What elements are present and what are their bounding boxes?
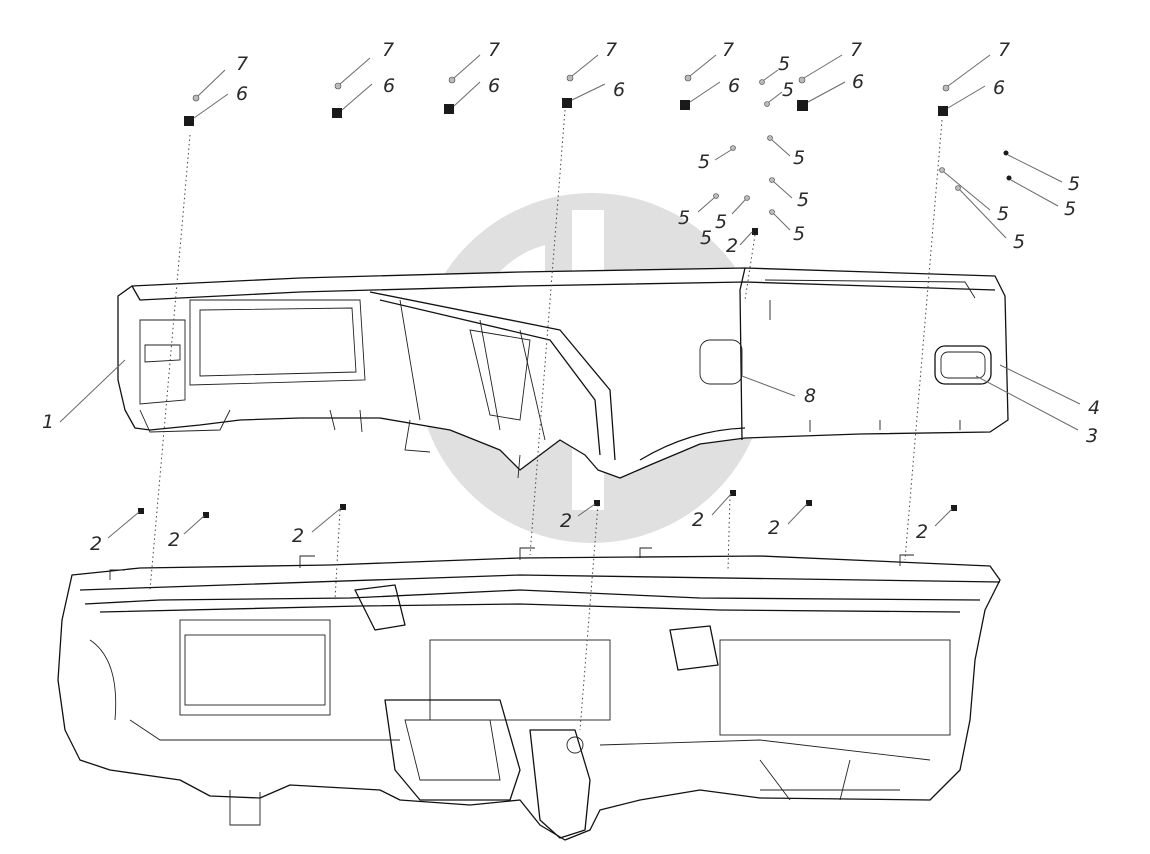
callout-label: 7 [605, 39, 617, 61]
callout-label: 6 [383, 75, 395, 97]
callout-label: 5 [793, 147, 805, 169]
callout-label: 5 [1064, 198, 1076, 220]
callout-label: 5 [1013, 231, 1025, 253]
upper-dash-panel [117, 267, 1009, 479]
callout-label: 3 [1086, 425, 1098, 447]
callout-label: 8 [804, 385, 816, 407]
callout-label: 2 [560, 510, 572, 532]
callout-label: 7 [850, 39, 862, 61]
callout-label: 5 [698, 151, 710, 173]
callout-label: 5 [793, 223, 805, 245]
callout-label: 5 [1068, 173, 1080, 195]
callout-label: 2 [768, 517, 780, 539]
leader-lines [59, 54, 1081, 539]
callout-label: 6 [613, 79, 625, 101]
callout-label: 2 [292, 525, 304, 547]
callout-label: 1 [42, 411, 54, 433]
callout-label: 7 [488, 39, 500, 61]
callout-label: 5 [715, 211, 727, 233]
lower-cross-car-beam [57, 547, 1001, 841]
assembly-lines [149, 109, 943, 731]
callout-label: 6 [852, 71, 864, 93]
callout-label: 5 [782, 79, 794, 101]
callout-label: 2 [726, 235, 738, 257]
callout-label: 5 [678, 207, 690, 229]
callout-label: 7 [236, 53, 248, 75]
callout-label: 6 [993, 77, 1005, 99]
fasteners [138, 74, 1012, 518]
callout-label: 6 [488, 75, 500, 97]
callout-label: 5 [797, 189, 809, 211]
callout-label: 5 [997, 203, 1009, 225]
callout-label: 7 [382, 39, 394, 61]
callout-label: 2 [916, 521, 928, 543]
callout-label: 7 [998, 39, 1010, 61]
callout-label: 6 [728, 75, 740, 97]
callout-label: 2 [168, 529, 180, 551]
callout-label: 4 [1088, 397, 1100, 419]
callout-label: 5 [778, 53, 790, 75]
callout-label: 2 [692, 509, 704, 531]
callout-label: 2 [90, 533, 102, 555]
callout-labels: 7 6 7 6 7 6 7 6 7 6 5 5 7 6 7 6 5 5 5 5 … [42, 39, 1100, 555]
callout-label: 6 [236, 83, 248, 105]
callout-label: 7 [722, 39, 734, 61]
callout-label: 5 [700, 227, 712, 249]
